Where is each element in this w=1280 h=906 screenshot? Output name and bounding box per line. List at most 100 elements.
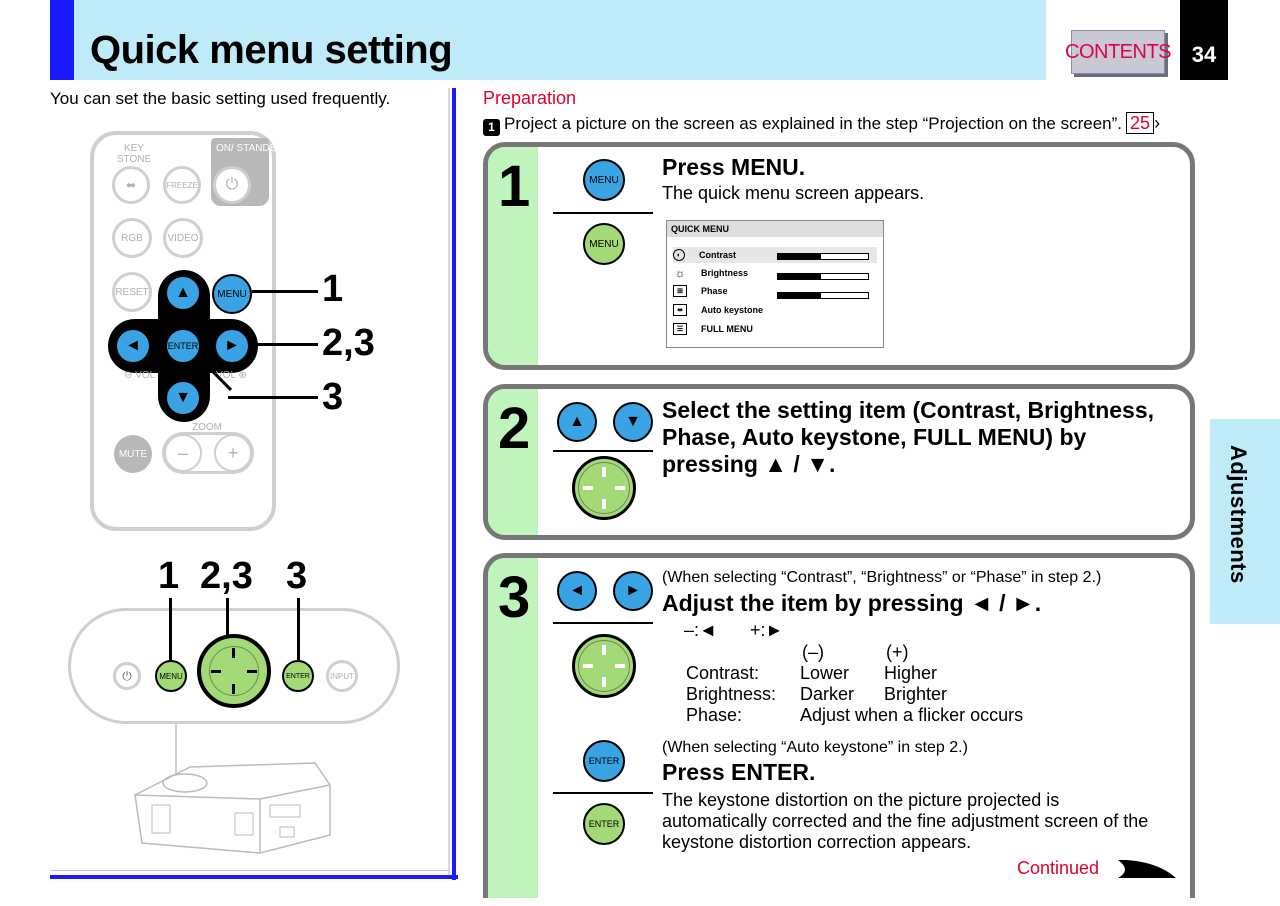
menu-item-label: Contrast	[699, 250, 737, 260]
column-divider-light	[448, 88, 450, 878]
row-minus: Darker	[800, 684, 855, 704]
chevron-right-icon: ›	[1154, 113, 1161, 133]
panel-menu-icon: MENU	[583, 223, 625, 265]
panel-line-3	[297, 598, 300, 660]
joystick-ring	[578, 462, 630, 514]
left-arrow-icon: ◄	[569, 582, 585, 599]
zoom-plus-button: +	[214, 434, 252, 472]
tick	[615, 486, 625, 490]
phase-bar	[777, 292, 869, 299]
step-note: (When selecting “Auto keystone” in step …	[662, 739, 968, 756]
panel-joystick-ring	[209, 646, 259, 696]
up-arrow-icon: ▲	[569, 413, 585, 430]
remote-callout-3: 3	[322, 376, 344, 418]
remote-right-button: ►	[214, 328, 250, 364]
right-arrow-icon: ►	[224, 337, 240, 354]
header-accent	[50, 0, 74, 80]
projector-illustration	[134, 762, 331, 854]
page-title: Quick menu setting	[90, 28, 453, 72]
section-tab[interactable]	[1210, 419, 1280, 624]
adjust-table: (–) (+) Contrast: Lower Higher Brightnes…	[686, 642, 1106, 732]
tick-up	[232, 648, 235, 658]
step-title: Select the setting item (Contrast, Brigh…	[662, 397, 1155, 477]
row-label: Contrast:	[686, 663, 760, 683]
remote-down-button: ▼	[165, 380, 201, 416]
down-arrow-icon: ▼	[625, 413, 641, 430]
step-3-box: 3 ◄ ► (When selecting “Contrast”, “Brigh…	[483, 553, 1195, 898]
bottom-rule-light	[50, 870, 450, 871]
panel-menu-button: MENU	[155, 660, 187, 692]
remote-enter-button: ENTER	[165, 328, 201, 364]
callout-line-3	[228, 396, 318, 399]
up-button-icon: ▲	[557, 402, 597, 442]
tick	[602, 499, 606, 509]
quick-menu-item: ⬌Auto keystone	[673, 304, 763, 316]
panel-line-2	[226, 598, 229, 658]
panel-power-button: ⏻	[113, 662, 141, 690]
step-1-box: 1 MENU MENU Press MENU. The quick menu s…	[483, 142, 1195, 370]
intro-text: You can set the basic setting used frequ…	[50, 89, 391, 108]
continued-arrow-icon[interactable]	[1118, 858, 1178, 882]
vol-plus-label: VOL ⊕	[216, 370, 247, 381]
column-divider	[452, 88, 456, 880]
panel-callout-2: 2,3	[200, 555, 253, 597]
panel-enter-icon: ENTER	[583, 803, 625, 845]
level-fill	[778, 274, 822, 279]
power-icon: ⏻	[122, 668, 132, 683]
menu-item-label: FULL MENU	[701, 324, 753, 334]
step-text: The keystone distortion on the picture p…	[662, 790, 1149, 852]
callout-line-2	[252, 343, 318, 346]
step-number: 2	[498, 396, 531, 461]
remote-menu-icon: MENU	[583, 159, 625, 201]
remote-callout-2: 2,3	[322, 322, 375, 364]
header-band	[50, 0, 1046, 80]
row-plus: Brighter	[884, 684, 948, 704]
tick	[583, 664, 593, 668]
bottom-rule	[50, 875, 458, 879]
page-reference-link[interactable]: 25	[1126, 112, 1155, 134]
vol-plus-text: VOL	[216, 370, 236, 381]
col-minus-header: (–)	[802, 642, 824, 662]
brightness-icon: ☼	[674, 266, 686, 280]
row-minus: Adjust when a flicker occurs	[800, 705, 1024, 725]
legend-plus: +:►	[750, 620, 784, 640]
remote-up-button: ▲	[165, 275, 201, 311]
contrast-icon: ◐	[673, 249, 685, 261]
tick	[615, 664, 625, 668]
full-menu-icon: ☰	[673, 323, 687, 335]
keystone-icon: ⬌	[673, 304, 687, 316]
left-button-icon: ◄	[557, 571, 597, 611]
down-button-icon: ▼	[613, 402, 653, 442]
right-button-icon: ►	[613, 571, 653, 611]
step-strip	[488, 147, 538, 365]
left-arrow-icon: ◄	[125, 337, 141, 354]
separator	[553, 792, 653, 794]
joystick-icon	[572, 634, 636, 698]
vol-minus-label: ⊖ VOL	[124, 370, 156, 381]
rgb-button: RGB	[112, 218, 152, 258]
contents-button[interactable]: CONTENTS	[1065, 30, 1172, 74]
quick-menu-item: ⊞Phase	[673, 285, 728, 297]
step-number: 3	[498, 565, 531, 630]
quick-menu-item: ☰ FULL MENU	[673, 323, 753, 335]
panel-leader	[175, 722, 177, 782]
panel-joystick	[197, 634, 271, 708]
panel-callout-1: 1	[158, 555, 180, 597]
remote-callout-1: 1	[322, 268, 344, 310]
keystone-button: ⬌	[112, 166, 150, 204]
page-number: 34	[1180, 0, 1228, 80]
quick-menu-screen: QUICK MENU ◐Contrast ☼Brightness ⊞Phase …	[666, 220, 884, 348]
panel-callout-3: 3	[286, 555, 308, 597]
tick	[602, 467, 606, 477]
step-number: 1	[498, 154, 531, 219]
keystone-icon: ⬌	[125, 178, 137, 192]
right-arrow-icon: ►	[625, 582, 641, 599]
contrast-bar	[777, 253, 869, 260]
down-arrow-icon: ▼	[175, 389, 191, 406]
step-note: (When selecting “Contrast”, “Brightness”…	[662, 569, 1102, 586]
vol-minus-text: VOL	[135, 370, 156, 381]
tick-left	[211, 670, 221, 673]
row-label: Brightness:	[686, 684, 777, 704]
